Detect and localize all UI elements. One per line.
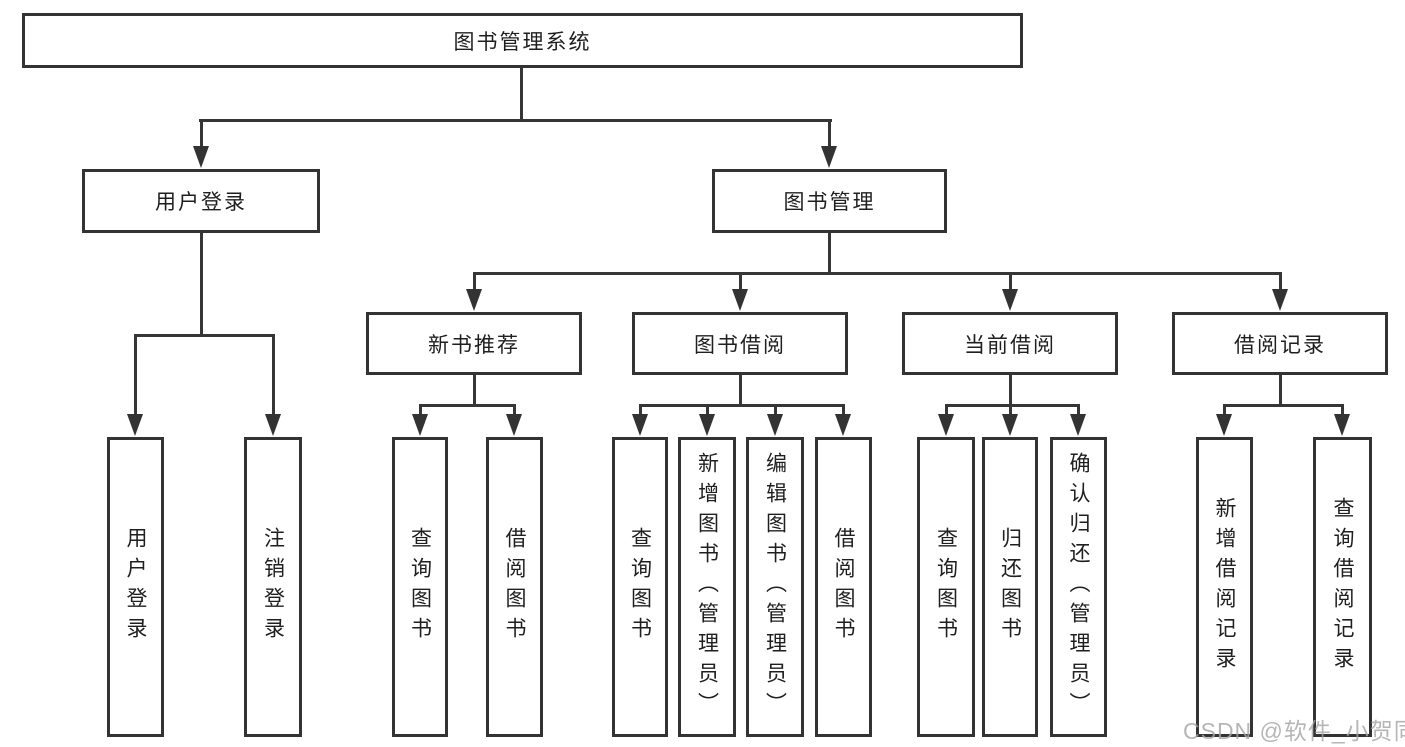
leaf-records-query-record: 查询借阅记录 [1313,437,1372,737]
arrowhead-down-icon [506,414,522,436]
arrowhead-down-icon [193,146,209,168]
arrowhead-down-icon [1002,414,1018,436]
arrowhead-down-icon [127,414,143,436]
connector-line [738,375,742,405]
leaf-logout-login-label: 注销登录 [261,527,285,647]
leaf-borrowing-borrow-book: 借阅图书 [815,437,872,737]
leaf-borrowing-query-book-label: 查询图书 [628,527,652,647]
leaf-records-add-record-label: 新增借阅记录 [1213,497,1236,677]
connector-line [1340,405,1344,418]
leaf-user-login: 用户登录 [107,437,164,737]
connector-line [199,233,203,335]
connector-line [738,273,742,293]
connector-line [472,375,476,405]
leaf-borrowing-edit-book-admin: 编辑图书（管理员） [746,437,804,737]
connector-line [472,273,476,293]
connector-line [1278,375,1282,405]
leaf-user-login-label: 用户登录 [124,527,147,647]
connector-line [198,118,832,122]
connector-line [418,405,422,418]
connector-line [1222,405,1226,418]
arrowhead-down-icon [1070,414,1086,436]
leaf-borrowing-query-book: 查询图书 [612,437,668,737]
arrowhead-down-icon [632,414,648,436]
node-book-borrowing: 图书借阅 [632,312,848,375]
connector-line [1008,375,1012,405]
connector-line [773,405,777,418]
node-new-book-recommend: 新书推荐 [366,312,582,375]
connector-line [944,403,1080,407]
node-user-login: 用户登录 [82,169,320,233]
arrowhead-down-icon [938,414,954,436]
connector-line [1076,405,1080,418]
leaf-current-confirm-return-admin-label: 确认归还（管理员） [1067,452,1090,722]
leaf-newbook-borrow-book: 借阅图书 [486,437,543,737]
arrowhead-down-icon [412,414,428,436]
leaf-newbook-borrow-book-label: 借阅图书 [503,527,526,647]
connector-line [133,335,137,418]
connector-line [133,333,275,337]
leaf-logout-login: 注销登录 [244,437,302,737]
arrowhead-down-icon [1272,289,1288,311]
leaf-current-confirm-return-admin: 确认归还（管理员） [1050,437,1107,737]
connector-line [638,403,845,407]
arrowhead-down-icon [466,289,482,311]
leaf-records-query-record-label: 查询借阅记录 [1331,497,1354,677]
leaf-newbook-query-book-label: 查询图书 [408,527,432,647]
connector-line [271,335,275,418]
csdn-watermark: CSDN @软件_小贺同学 [1183,718,1405,744]
leaf-borrowing-add-book-admin: 新增图书（管理员） [678,437,736,737]
connector-line [827,120,831,150]
arrowhead-down-icon [265,414,281,436]
connector-line [841,405,845,418]
connector-line [827,233,831,273]
connector-line [472,271,1282,275]
leaf-newbook-query-book: 查询图书 [392,437,448,737]
connector-line [944,405,948,418]
arrowhead-down-icon [821,146,837,168]
arrowhead-down-icon [1216,414,1232,436]
node-book-management: 图书管理 [712,169,947,233]
arrowhead-down-icon [767,414,783,436]
arrowhead-down-icon [699,414,715,436]
connector-line [1222,403,1344,407]
connector-line [519,68,523,120]
arrowhead-down-icon [835,414,851,436]
connector-line [1008,273,1012,293]
arrowhead-down-icon [732,289,748,311]
leaf-borrowing-add-book-admin-label: 新增图书（管理员） [695,452,719,722]
leaf-current-query-book-label: 查询图书 [934,527,958,647]
arrowhead-down-icon [1334,414,1350,436]
leaf-borrowing-borrow-book-label: 借阅图书 [832,527,855,647]
leaf-current-return-book-label: 归还图书 [998,527,1022,647]
connector-line [512,405,516,418]
leaf-records-add-record: 新增借阅记录 [1196,437,1253,737]
connector-line [418,403,516,407]
connector-line [638,405,642,418]
node-root-book-management-system: 图书管理系统 [22,13,1023,68]
node-borrowing-records: 借阅记录 [1172,312,1388,375]
connector-line [1278,273,1282,293]
leaf-current-return-book: 归还图书 [982,437,1038,737]
leaf-current-query-book: 查询图书 [917,437,975,737]
leaf-borrowing-edit-book-admin-label: 编辑图书（管理员） [763,452,787,722]
connector-line [1008,405,1012,418]
node-current-borrowing: 当前借阅 [902,312,1118,375]
arrowhead-down-icon [1002,289,1018,311]
connector-line [199,120,203,150]
connector-line [705,405,709,418]
